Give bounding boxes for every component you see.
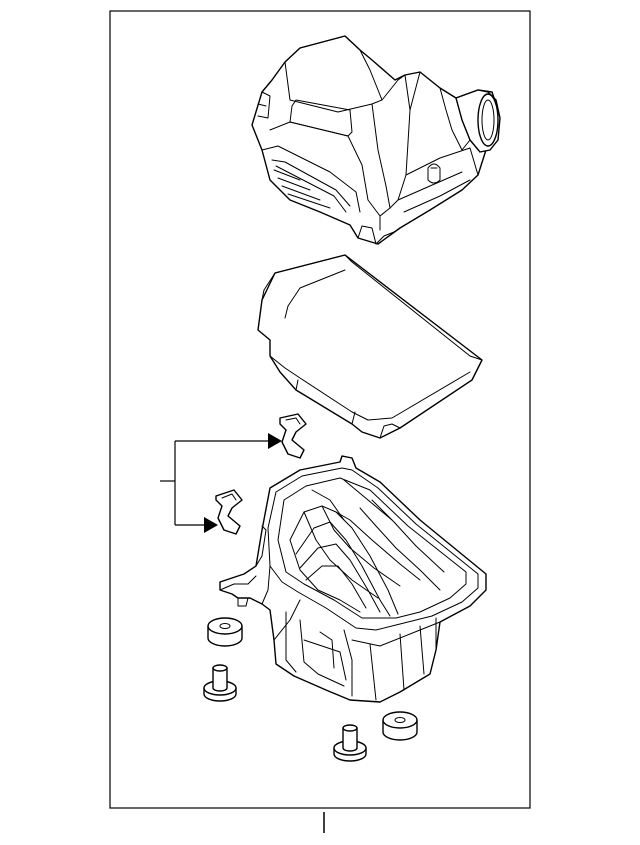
grommet-right: [382, 711, 418, 741]
clip-callout-bracket: [160, 433, 282, 533]
grommet-left: [207, 617, 243, 647]
clip-lower: [215, 489, 243, 535]
stud-left: [203, 664, 237, 702]
filter-element: [257, 254, 483, 439]
stud-right: [333, 724, 367, 762]
callout-arrow-lower: [204, 517, 218, 533]
callout-arrow-upper: [268, 433, 282, 449]
lower-housing: [219, 455, 487, 703]
diagram-frame: [109, 10, 531, 809]
upper-cover: [251, 35, 501, 245]
clip-upper: [279, 413, 307, 459]
